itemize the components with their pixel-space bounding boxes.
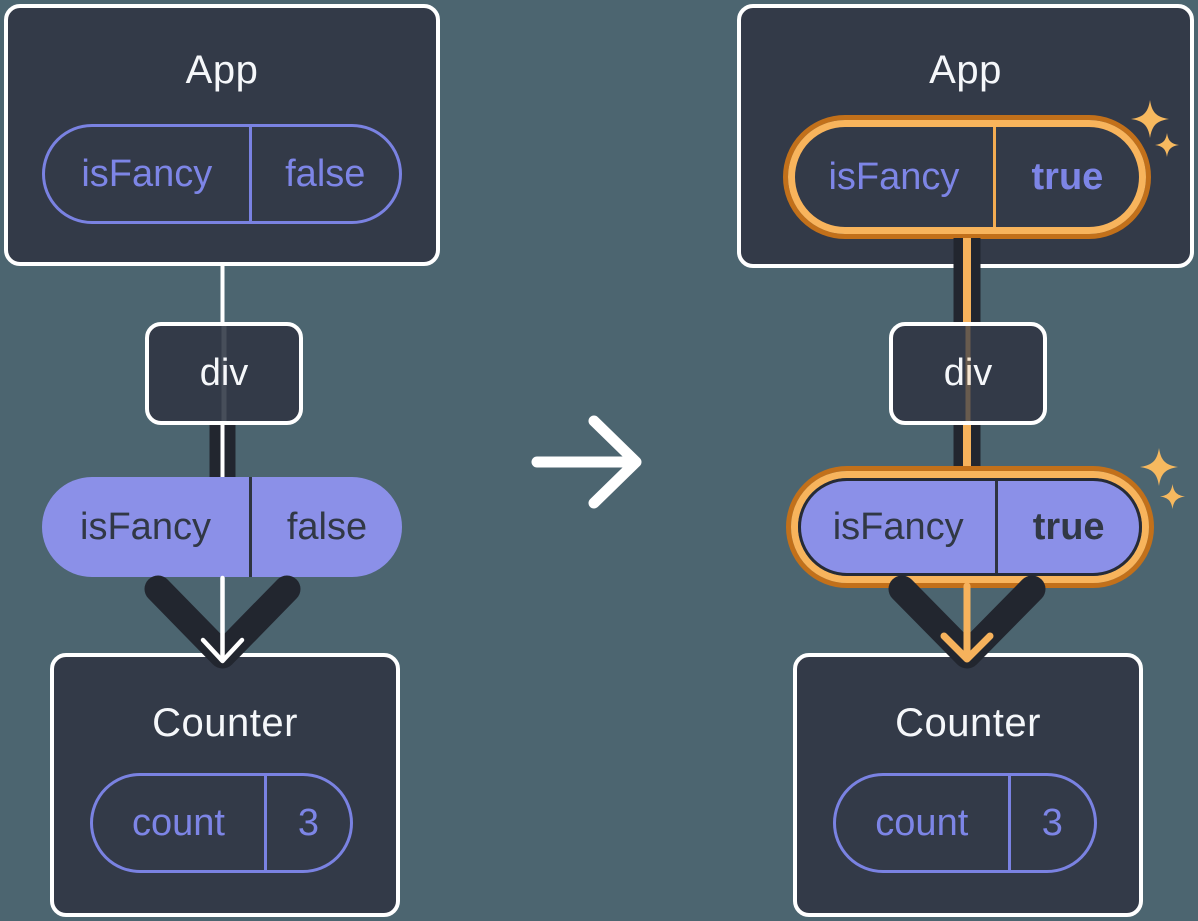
state-key: isFancy — [81, 152, 213, 195]
sparkle-icon — [1160, 484, 1185, 509]
sparkle-icon — [1131, 100, 1169, 138]
prop-value: true — [1032, 505, 1105, 548]
state-value: 3 — [297, 801, 320, 844]
pill-divider — [995, 481, 999, 573]
before-app-title: App — [185, 48, 259, 92]
pill-divider — [992, 127, 996, 227]
after-counter-title: Counter — [895, 701, 1041, 745]
before-prop-counter-arrow — [144, 575, 301, 669]
before-counter-title: Counter — [152, 701, 298, 745]
state-key: isFancy — [828, 155, 960, 198]
sparkle-icon — [1140, 448, 1178, 486]
prop-key: isFancy — [832, 505, 964, 548]
after-div-label: div — [943, 352, 993, 394]
prop-value: false — [286, 505, 368, 548]
before-counter-state-pill: count 3 — [90, 773, 353, 873]
prop-key: isFancy — [80, 505, 211, 548]
before-app-card: App isFancy false — [4, 4, 440, 266]
pill-divider — [1007, 776, 1011, 870]
before-div-label: div — [199, 352, 249, 394]
state-key: count — [875, 801, 969, 844]
after-app-card: App isFancy true — [737, 4, 1194, 268]
pill-divider — [249, 477, 252, 577]
after-div-card: div — [889, 322, 1047, 425]
before-prop-pill: isFancy false — [42, 477, 402, 577]
after-counter-state-pill: count 3 — [833, 773, 1097, 873]
after-counter-card: Counter count 3 — [793, 653, 1143, 917]
sparkle-icon — [1155, 133, 1179, 157]
after-prop-pill-highlight: isFancy true — [786, 466, 1154, 588]
pill-divider — [263, 776, 267, 870]
after-prop-counter-arrow — [888, 575, 1046, 669]
state-key: count — [131, 801, 225, 844]
state-value: false — [285, 152, 366, 195]
right-arrow-icon — [531, 415, 642, 509]
pill-divider — [248, 127, 252, 221]
before-app-state-pill: isFancy false — [42, 124, 402, 224]
state-value: 3 — [1041, 801, 1063, 844]
after-app-state-pill-highlight: isFancy true — [783, 115, 1151, 239]
state-value: true — [1031, 155, 1104, 198]
after-app-title: App — [929, 48, 1002, 92]
before-counter-card: Counter count 3 — [50, 653, 400, 917]
before-div-card: div — [145, 322, 303, 425]
ghost-connector-line — [965, 326, 971, 421]
ghost-connector-line — [221, 326, 227, 421]
